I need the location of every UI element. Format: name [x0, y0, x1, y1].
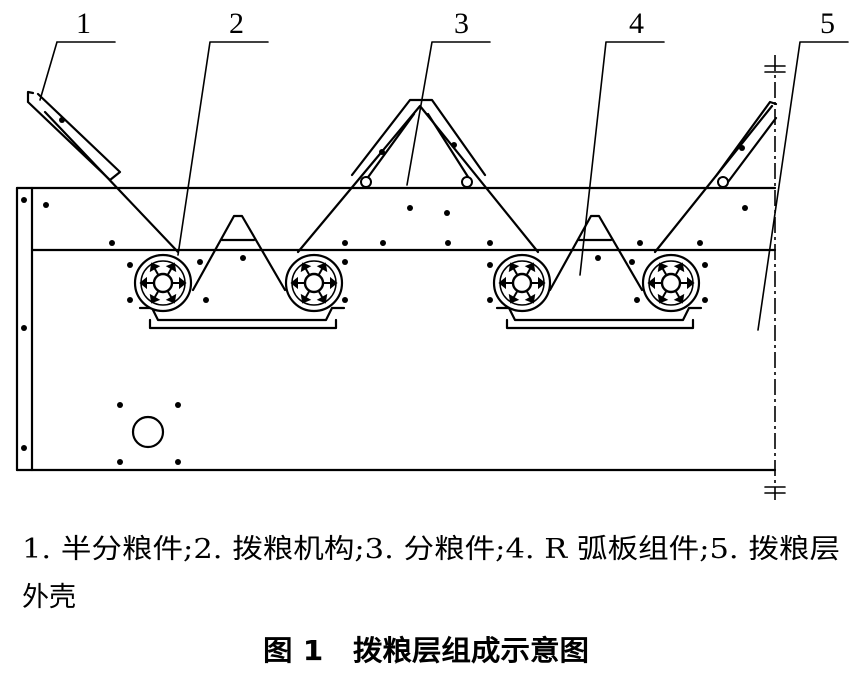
wall-rivet [21, 197, 27, 203]
hinge-left [360, 176, 372, 188]
half-grain-divider [26, 90, 180, 254]
roller-3 [492, 253, 552, 313]
callout-1: 1 [39, 7, 116, 101]
mounting-bolt [175, 402, 181, 408]
leader-line-5 [757, 41, 849, 331]
rivet-dot [342, 240, 348, 246]
housing [15, 55, 786, 500]
rivet-dot [240, 255, 246, 261]
wall-rivet [21, 445, 27, 451]
rivet-dot [342, 259, 348, 265]
rivet-dot [634, 297, 640, 303]
callout-label-5: 5 [820, 7, 835, 40]
rivet-dot [637, 240, 643, 246]
mounting-bolt [117, 459, 123, 465]
rivet-dot [444, 210, 450, 216]
tray-channel [138, 306, 346, 330]
rivet-dot [127, 262, 133, 268]
right-divider-plate [653, 104, 774, 254]
rivet-dot [702, 297, 708, 303]
divider-flap-outer [350, 98, 487, 177]
rivet-dots [43, 202, 748, 303]
rivet-dot [595, 255, 601, 261]
rivet-dot [629, 259, 635, 265]
r-arc-plate-assembly-1 [191, 214, 287, 292]
rivet-dot [43, 202, 49, 208]
half-divider-plate [26, 90, 122, 182]
callout-4: 4 [579, 7, 665, 276]
r-arc-plate [548, 214, 644, 292]
tray-channel [495, 306, 703, 330]
callout-3: 3 [406, 7, 491, 186]
rivet-dot [451, 142, 457, 148]
rivet-dot [697, 240, 703, 246]
roller-tray-right [495, 306, 703, 330]
r-arc-plate [191, 214, 287, 292]
grain-pushing-mechanism [133, 253, 701, 313]
mounting-hole [131, 415, 165, 449]
rivet-dot [197, 259, 203, 265]
callout-2: 2 [177, 7, 269, 256]
callout-5: 5 [757, 7, 849, 331]
rivet-dot [487, 240, 493, 246]
break-mark-bottom [764, 486, 786, 494]
rivet-dot [742, 205, 748, 211]
rivet-dot [109, 240, 115, 246]
wall-rivet [21, 325, 27, 331]
roller-4 [641, 253, 701, 313]
roller-2 [284, 253, 344, 313]
rivet-dot [59, 117, 65, 123]
leader-line-4 [579, 41, 665, 276]
rivet-dot [203, 297, 209, 303]
caption-parts-list-continued: 外壳 [22, 582, 76, 613]
mounting-bolt [175, 459, 181, 465]
rivet-dot [739, 145, 745, 151]
grain-divider [296, 98, 540, 254]
rivet-dot [702, 262, 708, 268]
rivet-dot [342, 297, 348, 303]
figure-title: 图 1 拨粮层组成示意图 [263, 634, 589, 667]
rivet-dot [407, 205, 413, 211]
roller-1 [133, 253, 193, 313]
rivet-dot [487, 297, 493, 303]
callout-label-4: 4 [629, 7, 644, 40]
callout-label-2: 2 [229, 7, 244, 40]
leader-line-3 [406, 41, 491, 186]
rivet-dot [445, 240, 451, 246]
divider-main-plates [296, 104, 540, 254]
callout-label-3: 3 [454, 7, 469, 40]
housing-left-wall [15, 186, 34, 472]
break-mark-top [764, 65, 786, 73]
rivet-dot [379, 149, 385, 155]
rivet-dot [487, 262, 493, 268]
leader-line-1 [39, 41, 116, 101]
rivet-dot [127, 297, 133, 303]
half-divider-guide-line [43, 110, 180, 254]
r-arc-plate-assembly-2 [548, 214, 644, 292]
hinge-right [461, 176, 473, 188]
right-divider-flap [714, 100, 778, 184]
mounting-bolt [117, 402, 123, 408]
rivet-dot [380, 240, 386, 246]
figure-caption: 1. 半分粮件;2. 拨粮机构;3. 分粮件;4. R 弧板组件;5. 拨粮层 … [22, 534, 840, 667]
hinge-right-divider [717, 176, 729, 188]
right-half-divider [653, 100, 778, 254]
callout-label-1: 1 [76, 7, 91, 40]
caption-parts-list: 1. 半分粮件;2. 拨粮机构;3. 分粮件;4. R 弧板组件;5. 拨粮层 [22, 534, 840, 565]
leader-line-2 [177, 41, 269, 256]
roller-tray-left [138, 306, 346, 330]
